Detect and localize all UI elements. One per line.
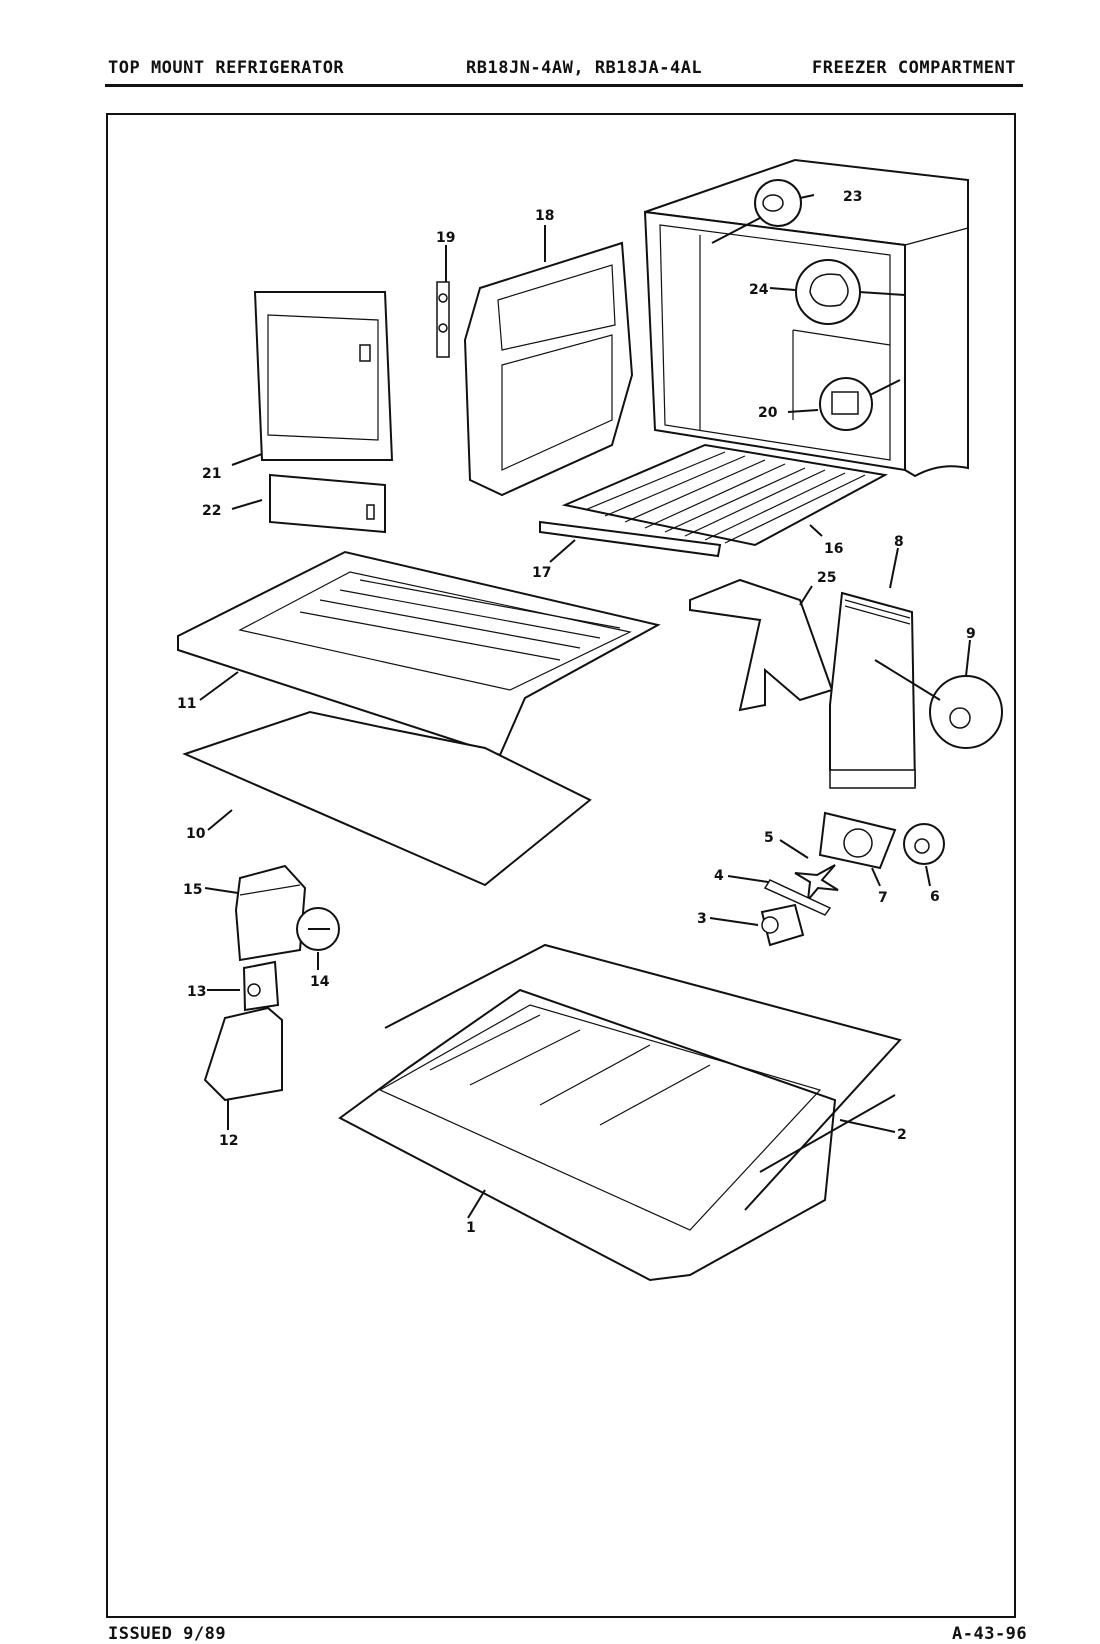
callout-24: 24 <box>749 282 769 298</box>
callout-6: 6 <box>930 889 940 905</box>
part-11-freezer-floor <box>177 550 661 757</box>
part-23-light-socket <box>711 179 802 244</box>
leader-lines <box>199 194 971 1219</box>
part-21-door-panel <box>253 291 394 461</box>
callout-labels: 1 2 3 4 5 6 7 8 9 10 11 12 13 14 15 16 1… <box>177 189 976 1236</box>
footer-issued-date: ISSUED 9/89 <box>108 1624 227 1644</box>
callout-12: 12 <box>219 1133 238 1149</box>
callout-5: 5 <box>764 830 774 846</box>
footer-page-code: A-43-96 <box>952 1624 1028 1644</box>
header-section: FREEZER COMPARTMENT <box>812 58 1016 78</box>
callout-25: 25 <box>817 570 836 586</box>
callout-10: 10 <box>186 826 206 842</box>
part-10-bottom-plate <box>182 710 592 887</box>
exploded-parts-diagram: 1 2 3 4 5 6 7 8 9 10 11 12 13 14 15 16 1… <box>177 158 1003 1282</box>
part-3-fan-motor <box>760 903 805 947</box>
part-6-grommet <box>903 823 945 865</box>
part-17-shelf-rail <box>539 520 722 558</box>
callout-17: 17 <box>532 565 551 581</box>
callout-14: 14 <box>310 974 330 990</box>
callout-3: 3 <box>697 911 707 927</box>
callout-23: 23 <box>843 189 862 205</box>
part-22-plate <box>269 473 386 534</box>
part-7-fan-bracket <box>818 811 897 870</box>
callout-4: 4 <box>714 868 724 884</box>
part-5-fan-blade <box>794 864 839 904</box>
part-15-ice-bucket <box>234 864 307 962</box>
callout-21: 21 <box>202 466 221 482</box>
part-18-door-liner <box>463 241 634 497</box>
callout-20: 20 <box>758 405 778 421</box>
part-9-defrost-thermostat <box>874 659 1003 749</box>
callout-9: 9 <box>966 626 976 642</box>
callout-7: 7 <box>878 890 888 906</box>
part-19-hinge <box>436 281 450 358</box>
part-25-duct <box>689 578 834 712</box>
callout-19: 19 <box>436 230 455 246</box>
part-4-motor-bracket <box>763 879 832 916</box>
part-8-evaporator-cover <box>829 591 917 789</box>
part-13-bracket <box>242 960 280 1012</box>
header-title: TOP MOUNT REFRIGERATOR <box>108 58 345 78</box>
part-20-control <box>819 377 901 431</box>
header-rule <box>105 84 1023 87</box>
callout-2: 2 <box>897 1127 907 1143</box>
cabinet <box>643 158 969 478</box>
part-24-light-bulb <box>795 259 906 325</box>
callout-8: 8 <box>894 534 904 550</box>
callout-11: 11 <box>177 696 196 712</box>
callout-18: 18 <box>535 208 554 224</box>
part-2-gasket <box>384 943 902 1211</box>
part-16-wire-shelf <box>561 443 889 547</box>
part-14-auger-detail <box>296 907 340 951</box>
part-1-base-pan <box>338 988 837 1282</box>
header-model-numbers: RB18JN-4AW, RB18JA-4AL <box>466 58 703 78</box>
callout-13: 13 <box>187 984 206 1000</box>
callout-22: 22 <box>202 503 221 519</box>
part-12-ice-tray <box>203 1006 283 1102</box>
callout-16: 16 <box>824 541 843 557</box>
callout-15: 15 <box>183 882 202 898</box>
callout-1: 1 <box>466 1220 476 1236</box>
